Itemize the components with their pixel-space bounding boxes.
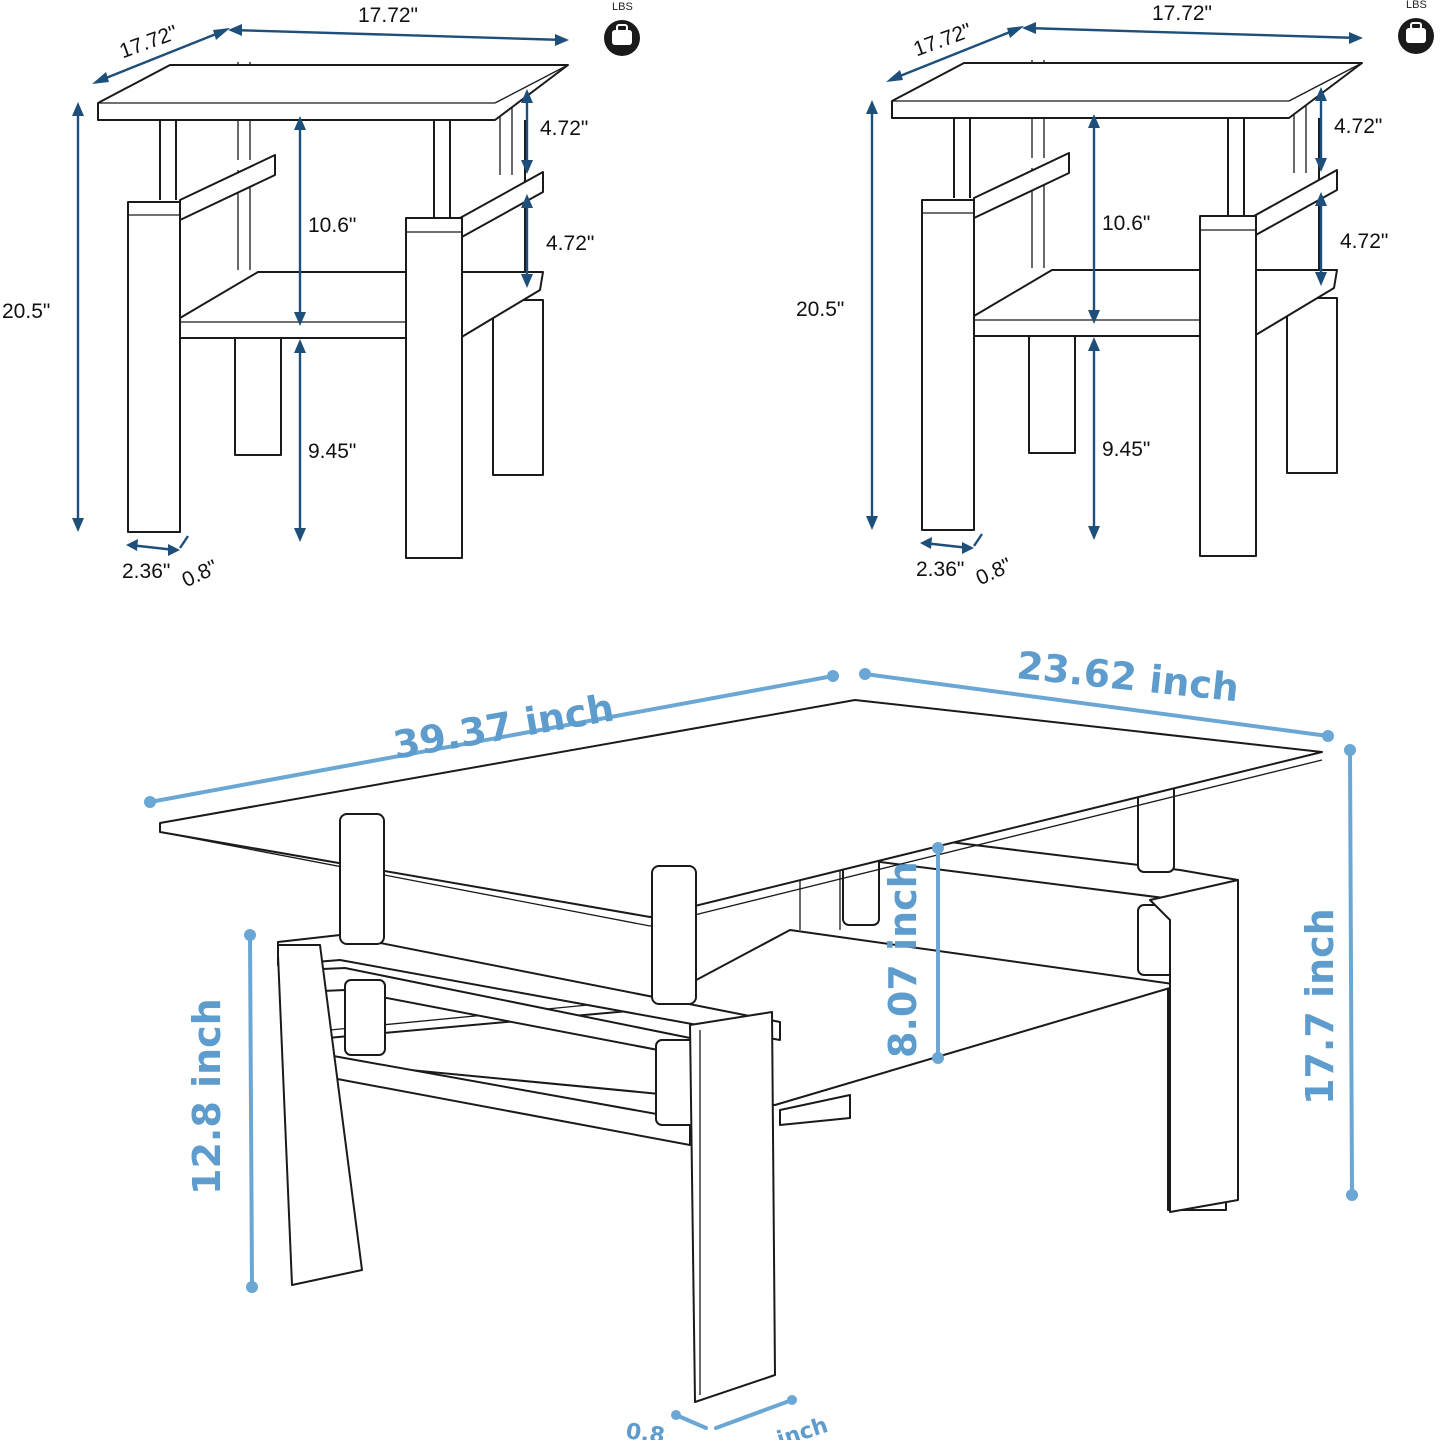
lower-clearance-label: 9.45" bbox=[308, 440, 356, 463]
front-right-leg bbox=[689, 1011, 776, 1403]
end-table-right: 17.72" 17.72" 20.5" 10.6" 9.45" 4.72" 4.… bbox=[796, 0, 1436, 590]
inner-column-height-label: 4.72" bbox=[1340, 230, 1388, 253]
top-width-label: 17.72" bbox=[358, 4, 418, 27]
column-height-label: 4.72" bbox=[1334, 115, 1382, 138]
coffee-table: 39.37 inch 23.62 inch 17.7 inch 12.8 inc… bbox=[144, 643, 1358, 1440]
column-height-label: 4.72" bbox=[540, 117, 588, 140]
leg-depth-label: 0.8" bbox=[178, 556, 221, 592]
end-table-left-drawing bbox=[70, 18, 642, 560]
leg-width-label: 2.36" bbox=[122, 560, 170, 583]
top-depth-label: 17.72" bbox=[117, 21, 181, 63]
top-width-label: 17.72" bbox=[1152, 2, 1212, 25]
inner-column-height-label: 4.72" bbox=[546, 232, 594, 255]
leg-width-label: 2.36" bbox=[916, 558, 964, 581]
weight-badge-label: LBS bbox=[612, 1, 633, 13]
total-height-label: 20.5" bbox=[796, 298, 844, 321]
leg-frame-height-label: 12.8 inch bbox=[185, 998, 229, 1195]
leg-width-partial-label: 0.8 bbox=[624, 1419, 666, 1440]
total-height-label: 20.5" bbox=[2, 300, 50, 323]
weight-badge-label: LBS bbox=[1406, 0, 1427, 11]
leg-depth-label: 0.8" bbox=[972, 554, 1015, 590]
total-height-label: 17.7 inch bbox=[1298, 908, 1342, 1105]
end-table-right-drawing bbox=[864, 16, 1436, 558]
upper-clearance-label: 10.6" bbox=[1102, 212, 1150, 235]
leg-depth-partial-label: inch bbox=[774, 1413, 831, 1440]
lower-clearance-label: 9.45" bbox=[1102, 438, 1150, 461]
front-left-leg bbox=[277, 944, 363, 1286]
shelf-clearance-label: 8.07 inch bbox=[881, 861, 925, 1058]
end-table-left: 17.72" 17.72" 20.5" 10.6" 9.45" 4.72" 4.… bbox=[2, 1, 642, 592]
top-depth-label: 17.72" bbox=[911, 19, 975, 61]
upper-clearance-label: 10.6" bbox=[308, 214, 356, 237]
